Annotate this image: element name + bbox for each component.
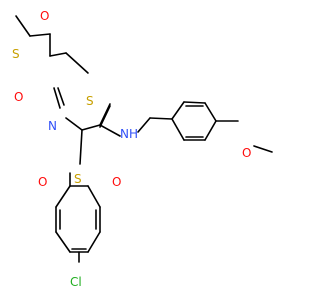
atom-o-aryl-right: O bbox=[112, 175, 121, 189]
atom-s-thiazole: S bbox=[86, 94, 94, 108]
bonds bbox=[15, 15, 273, 263]
molecule-structure: S O O S N NH O S O O Cl bbox=[12, 9, 273, 289]
atom-chlorine: Cl bbox=[70, 275, 82, 289]
atom-s-ethyl: S bbox=[12, 47, 20, 61]
atom-o-aryl-left: O bbox=[38, 175, 47, 189]
atom-nh-amine: NH bbox=[120, 127, 138, 141]
atom-s-aryl-sulfonyl: S bbox=[74, 172, 82, 186]
atom-o-methoxy: O bbox=[242, 146, 251, 160]
atom-n-thiazole: N bbox=[48, 119, 57, 133]
atom-o-ethyl-bottom: O bbox=[14, 90, 23, 104]
atom-o-ethyl-top: O bbox=[40, 9, 49, 23]
molecule-diagram: S O O S N NH O S O O Cl bbox=[12, 9, 273, 289]
atom-labels: S O O S N NH O S O O Cl bbox=[12, 9, 251, 289]
